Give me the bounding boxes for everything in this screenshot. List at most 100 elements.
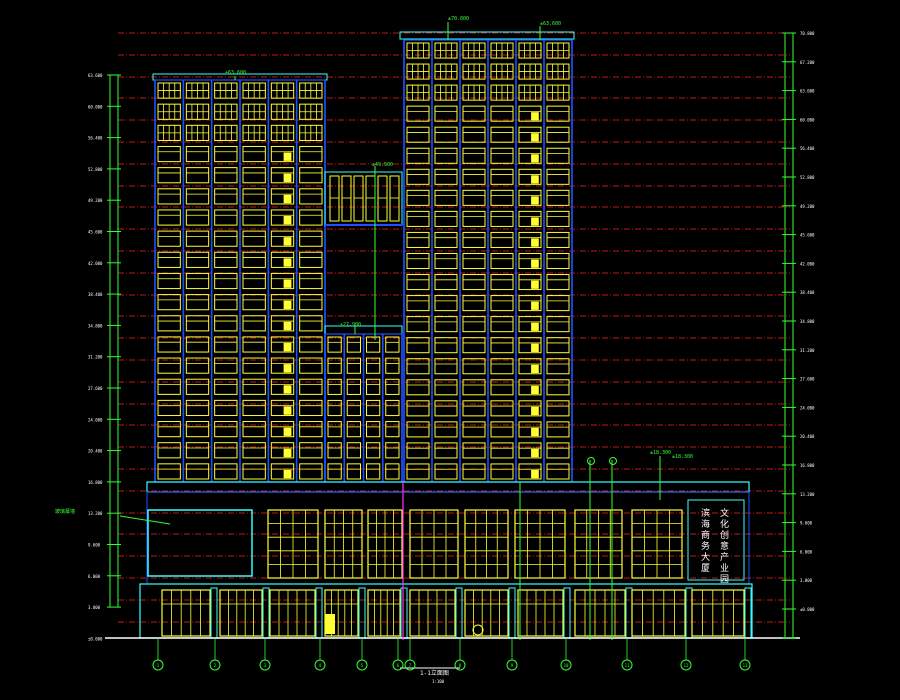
window-accent: [531, 112, 539, 121]
window: [385, 357, 400, 374]
storefront-bay: [269, 589, 316, 637]
window: [490, 295, 514, 312]
storefront-bay: [631, 589, 686, 637]
window: [214, 272, 238, 290]
window: [434, 358, 458, 375]
window: [462, 421, 486, 438]
window: [270, 188, 295, 205]
window: [299, 442, 323, 459]
window: [546, 126, 570, 143]
window: [518, 210, 542, 227]
window: [518, 316, 542, 333]
storefront-bay: [219, 589, 263, 637]
window: [546, 189, 570, 206]
window: [157, 442, 181, 459]
axis-bubble: [621, 659, 633, 671]
storefront-bay: [464, 589, 509, 637]
right-level-label: 3.000: [800, 578, 813, 583]
window: [518, 126, 542, 143]
podium-cornice: [146, 481, 750, 493]
window: [242, 378, 266, 395]
sign-char: 文: [720, 507, 729, 519]
window: [270, 463, 295, 480]
storefront-column: [262, 587, 270, 639]
window: [434, 210, 458, 227]
right-level-label: 49.200: [800, 204, 815, 209]
window: [434, 126, 458, 143]
sign-char: 创: [720, 529, 729, 541]
window: [490, 421, 514, 438]
window: [327, 399, 342, 417]
window: [490, 105, 514, 122]
right-level-label: 70.800: [800, 31, 815, 36]
left-level-label: 52.800: [88, 167, 103, 172]
window: [299, 145, 323, 163]
link-glazing: [365, 175, 376, 222]
window: [490, 231, 514, 248]
window: [546, 442, 570, 459]
window: [434, 147, 458, 164]
left-level-label: 3.000: [88, 605, 101, 610]
window-accent: [283, 152, 292, 161]
window: [157, 167, 181, 184]
right-level-label: 24.000: [800, 405, 815, 410]
window: [157, 378, 181, 395]
window: [157, 230, 181, 247]
window: [185, 167, 210, 184]
window: [270, 378, 295, 395]
sign-char: 务: [701, 540, 710, 552]
window: [462, 252, 486, 270]
window: [185, 442, 210, 459]
storefront-column: [625, 587, 633, 639]
window: [346, 399, 361, 417]
window: [185, 188, 210, 205]
window: [366, 357, 381, 374]
window: [385, 378, 400, 395]
storefront-column: [744, 587, 752, 639]
window-accent: [531, 259, 539, 268]
window: [270, 315, 295, 332]
window: [270, 294, 295, 311]
window: [214, 442, 238, 459]
axis-bubble: [680, 659, 692, 671]
window: [157, 294, 181, 311]
axis-bubble: [314, 659, 326, 671]
sign-char: 意: [720, 540, 729, 552]
window: [214, 230, 238, 247]
podium-facade: [146, 481, 750, 585]
window: [546, 421, 570, 438]
left-level-label: 9.600: [88, 543, 101, 548]
axis-label: 10: [564, 663, 569, 668]
window: [546, 231, 570, 248]
link-label: ±49.500: [372, 162, 393, 168]
storefront-column: [358, 587, 366, 639]
window-accent: [531, 217, 539, 226]
window: [462, 105, 486, 122]
window: [490, 400, 514, 417]
window-accent: [531, 343, 539, 352]
window: [185, 399, 210, 417]
window: [462, 126, 486, 143]
window: [406, 463, 430, 480]
window: [406, 252, 430, 270]
window: [242, 167, 266, 184]
window: [214, 188, 238, 205]
window: [299, 188, 323, 205]
storefront-column: [508, 587, 516, 639]
window-accent: [531, 406, 539, 416]
window-accent: [531, 364, 539, 374]
left-level-label: 63.600: [88, 73, 103, 78]
window: [546, 105, 570, 122]
right-level-label: 60.000: [800, 117, 815, 122]
axis-label: 13: [743, 663, 748, 668]
window: [185, 272, 210, 290]
left-level-label: 16.800: [88, 480, 103, 485]
window: [546, 252, 570, 270]
window: [157, 209, 181, 226]
podium-sign-box: [687, 499, 745, 581]
left-level-label: 6.000: [88, 574, 101, 579]
window: [242, 188, 266, 205]
window-accent: [283, 427, 292, 436]
window: [270, 145, 295, 163]
window: [518, 168, 542, 185]
